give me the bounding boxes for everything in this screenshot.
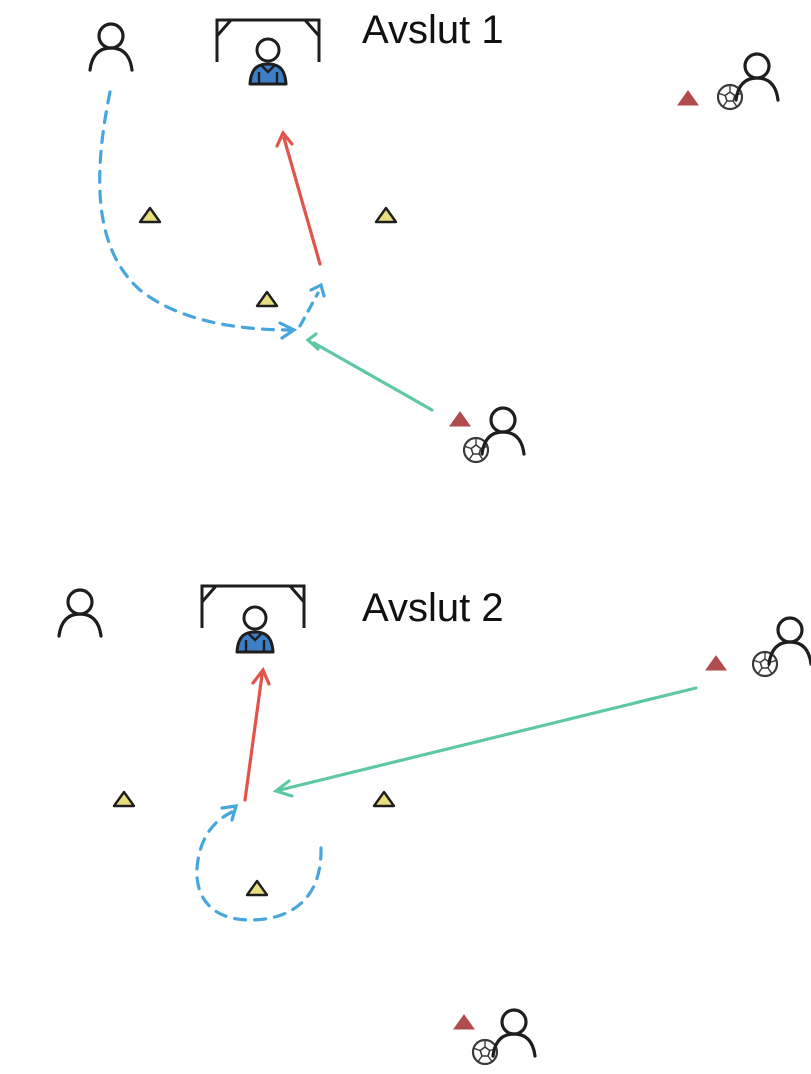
cone-icon: [138, 206, 162, 224]
drill-1: [88, 18, 780, 464]
cone-icon: [449, 411, 471, 427]
shot-arrow: [275, 130, 322, 266]
drill-2-title: Avslut 2: [362, 586, 504, 630]
pass-arrow: [305, 332, 434, 412]
cone-icon: [112, 790, 136, 808]
cone-icon: [255, 290, 279, 308]
drill-2: [57, 584, 811, 1066]
goalkeeper-icon: [235, 605, 275, 654]
run-arrow: [195, 804, 323, 922]
cone-icon: [677, 90, 699, 106]
player-icon: [57, 588, 103, 638]
cone-icon: [705, 655, 727, 671]
cone-icon: [453, 1014, 475, 1030]
pass-arrow: [272, 686, 698, 798]
run-arrow: [98, 90, 326, 340]
cone-icon: [374, 206, 398, 224]
cone-icon: [372, 790, 396, 808]
player-icon: [491, 1008, 537, 1058]
goalkeeper-icon: [248, 37, 288, 86]
shot-arrow: [243, 666, 271, 802]
ball-icon: [751, 650, 779, 678]
player-icon: [88, 22, 134, 72]
cone-icon: [245, 879, 269, 897]
drill-1-title: Avslut 1: [362, 8, 504, 52]
